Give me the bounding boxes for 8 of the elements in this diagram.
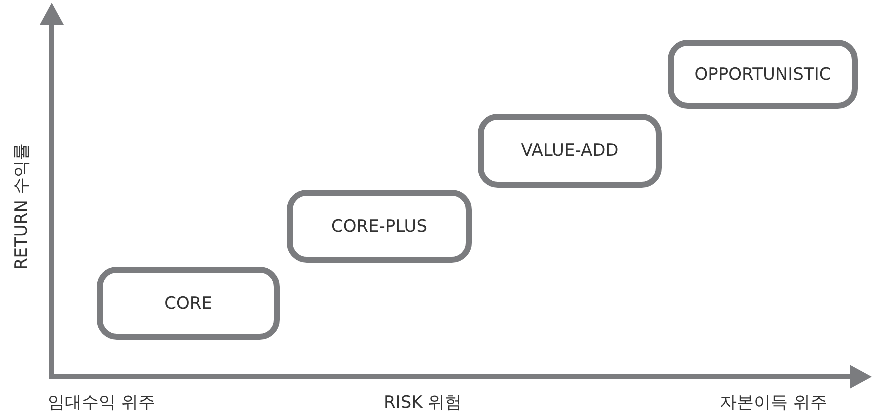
axis-end-label: 임대수익 위주 xyxy=(48,392,156,414)
strategy-box: OPPORTUNISTIC xyxy=(668,40,858,109)
strategy-box: VALUE-ADD xyxy=(478,114,662,188)
strategy-box: CORE xyxy=(97,267,280,340)
strategy-box: CORE-PLUS xyxy=(287,190,472,263)
axis-end-label: 자본이득 위주 xyxy=(720,392,828,414)
axis-title: RISK 위험 xyxy=(384,392,462,414)
axis-title: RETURN 수익률 xyxy=(11,144,33,270)
